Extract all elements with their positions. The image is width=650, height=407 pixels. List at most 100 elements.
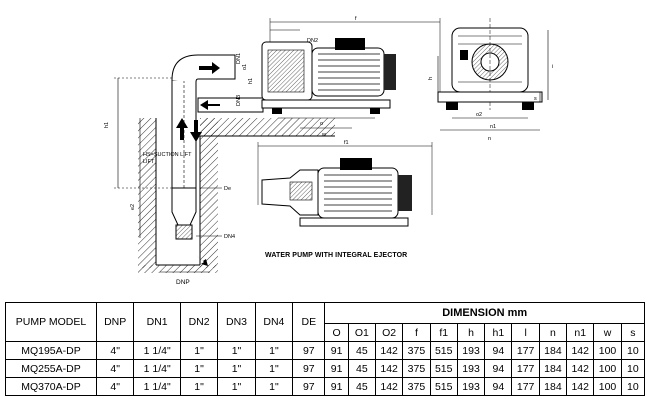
col-header-o1: O1 [347, 323, 377, 342]
col-header-o: O [324, 323, 349, 342]
cell-o1: 45 [347, 341, 377, 360]
front-base [437, 91, 543, 103]
cell-h: 193 [456, 341, 486, 360]
cell-dnp: 4" [95, 377, 135, 396]
flow-arrow-up-icon [176, 118, 188, 140]
dimension-header: DIMENSION mm [324, 302, 645, 324]
col-header-o2: O2 [374, 323, 404, 342]
o1-label: o1 [242, 64, 248, 70]
hs-label: h1 [104, 122, 110, 128]
cell-dnp: 4" [95, 341, 135, 360]
o2-label: o2 [476, 112, 482, 118]
cell-de: 97 [292, 341, 326, 360]
table-row: MQ255A-DP 4" 1 1/4" 1" 1" 1" 97 91 45 14… [5, 359, 646, 378]
cell-l: 177 [511, 377, 540, 396]
cell-dn2: 1" [179, 377, 219, 396]
flow-arrow-icon [200, 100, 220, 110]
cell-dn2: 1" [179, 341, 219, 360]
cell-s: 10 [620, 341, 646, 360]
cell-dn4: 1" [254, 341, 294, 360]
pump-side-view: DN1 DN2 o1 DN3 h1 f o w h [236, 16, 441, 138]
flow-arrow-icon [199, 62, 220, 74]
ejector-body [171, 187, 197, 226]
dn2-label: DN2 [307, 38, 318, 44]
cell-l: 177 [511, 359, 540, 378]
col-header-pump-model: PUMP MODEL [5, 302, 97, 342]
cell-dn3: 1" [217, 377, 256, 396]
cell-f1: 515 [429, 377, 458, 396]
cell-w: 100 [593, 359, 622, 378]
e2-label: e2 [130, 204, 136, 210]
cell-n: 184 [538, 377, 568, 396]
cell-f: 375 [402, 359, 431, 378]
flow-arrow-down-icon [190, 120, 202, 142]
cell-dn3: 1" [217, 359, 256, 378]
cell-s: 10 [620, 359, 646, 378]
cell-n: 184 [538, 341, 568, 360]
cell-o2: 142 [374, 359, 404, 378]
lift-word: LIFT [143, 159, 155, 165]
col-header-h: h [456, 323, 486, 342]
cell-f1: 515 [429, 359, 458, 378]
cell-dn1: 1 1/4" [133, 341, 181, 360]
pump-front-view: o2 n1 n i s [437, 18, 553, 142]
cell-model: MQ370A-DP [5, 377, 97, 396]
cell-n1: 142 [566, 341, 595, 360]
pump-specification-table: PUMP MODEL DNP DN1 DN2 DN3 DN4 DE DIMENS… [5, 302, 646, 396]
cell-l: 177 [511, 341, 540, 360]
col-header-n: n [538, 323, 568, 342]
cell-de: 97 [292, 377, 326, 396]
ejector-fan-cover [398, 175, 412, 211]
pump-base [261, 99, 391, 109]
cell-o: 91 [324, 341, 349, 360]
cell-dn1: 1 1/4" [133, 359, 181, 378]
dn4-label: DN4 [224, 234, 235, 240]
f1-label: f1 [344, 140, 349, 146]
col-header-dn1: DN1 [133, 302, 181, 342]
terminal-box [335, 38, 365, 50]
ground-hatch-bottom [138, 265, 218, 273]
pump-installation-diagram: h1 HS=SUCTION LIFT LIFT e2 DNP De DN4 DN… [104, 16, 553, 286]
cell-dn4: 1" [254, 359, 294, 378]
ejector-base [299, 217, 409, 227]
cell-n1: 142 [566, 359, 595, 378]
col-header-h1: h1 [484, 323, 513, 342]
motor-fan-cover [384, 54, 396, 90]
o-label: o [320, 121, 323, 127]
col-header-s: s [620, 323, 646, 342]
ejector-pump-view: f1 [257, 140, 433, 227]
h1-label: h1 [248, 78, 254, 84]
col-header-dn3: DN3 [217, 302, 256, 342]
cell-model: MQ255A-DP [5, 359, 97, 378]
w-label: w [321, 132, 326, 138]
col-header-dnp: DNP [95, 302, 135, 342]
cell-h1: 94 [484, 359, 513, 378]
n-label: n [488, 136, 491, 142]
col-header-f: f [402, 323, 431, 342]
cell-w: 100 [593, 377, 622, 396]
cell-o2: 142 [374, 377, 404, 396]
dnp-label: DNP [176, 279, 190, 286]
cell-o1: 45 [347, 359, 377, 378]
cell-o2: 142 [374, 341, 404, 360]
installation-view: h1 HS=SUCTION LIFT LIFT e2 DNP De DN4 [104, 54, 335, 286]
cell-w: 100 [593, 341, 622, 360]
col-header-f1: f1 [429, 323, 458, 342]
cell-h1: 94 [484, 377, 513, 396]
cell-o: 91 [324, 359, 349, 378]
table-row: MQ370A-DP 4" 1 1/4" 1" 1" 1" 97 91 45 14… [5, 377, 646, 396]
cell-dn3: 1" [217, 341, 256, 360]
de-label: De [224, 186, 231, 192]
suction-lift-label: HS=SUCTION LIFT [143, 152, 192, 158]
table-row: MQ195A-DP 4" 1 1/4" 1" 1" 1" 97 91 45 14… [5, 341, 646, 360]
col-header-dn4: DN4 [254, 302, 294, 342]
ground-hatch-top [200, 118, 335, 136]
col-header-n1: n1 [566, 323, 595, 342]
cell-de: 97 [292, 359, 326, 378]
col-header-dn2: DN2 [179, 302, 219, 342]
cell-dn4: 1" [254, 377, 294, 396]
cell-f: 375 [402, 341, 431, 360]
cell-h: 193 [456, 359, 486, 378]
cell-h1: 94 [484, 341, 513, 360]
s-label: s [534, 96, 537, 102]
